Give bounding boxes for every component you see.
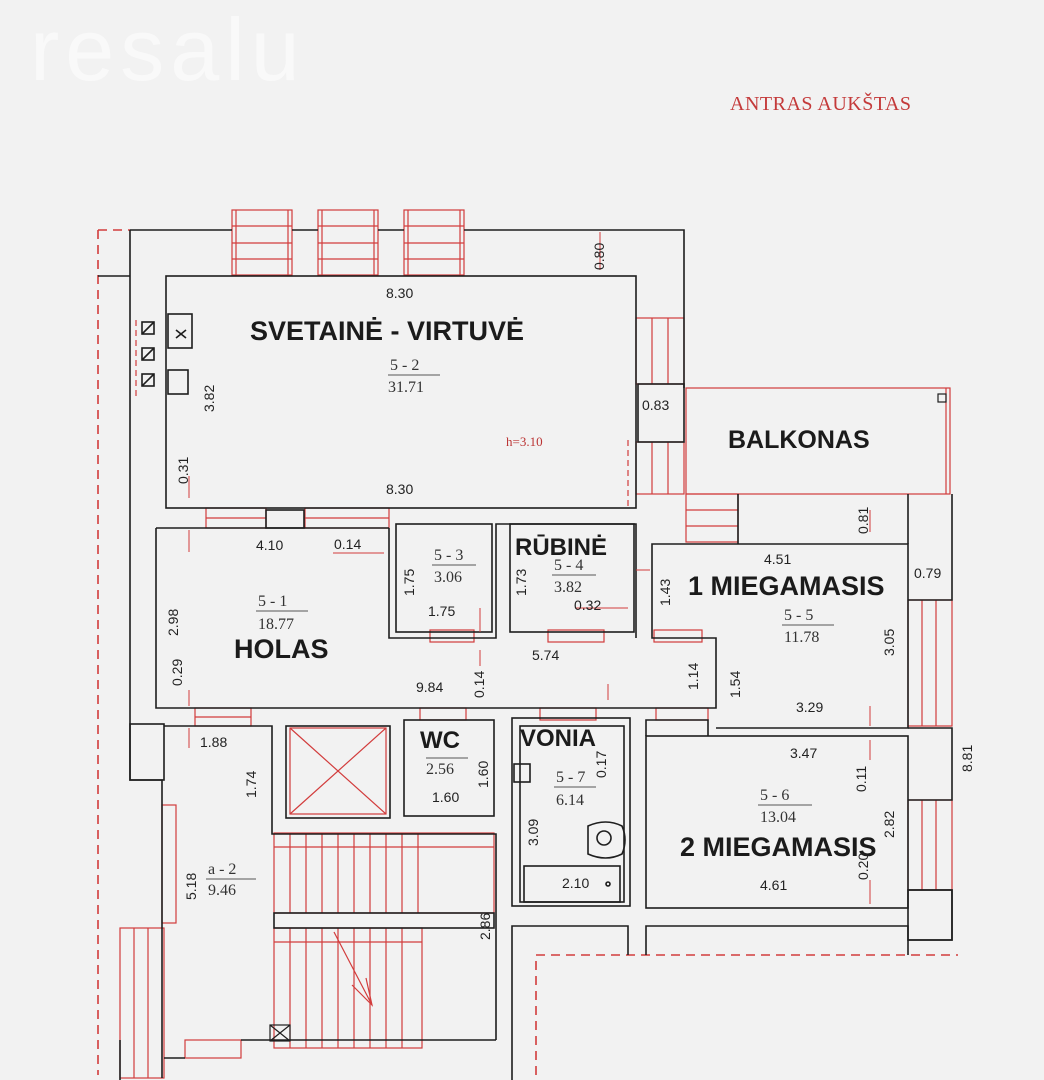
dim-bedroom1-left-small: 1.14 bbox=[685, 663, 701, 690]
room-name-wardrobe: RŪBINĖ bbox=[515, 534, 607, 561]
dim-storage-h: 1.75 bbox=[401, 569, 417, 596]
area-wc: 2.56 bbox=[426, 761, 454, 778]
room-name-living-kitchen: SVETAINĖ - VIRTUVĖ bbox=[250, 316, 524, 346]
dim-wardrobe-h: 1.73 bbox=[513, 569, 529, 596]
dim-bedroom1-right: 3.05 bbox=[881, 629, 897, 656]
area-storage: 3.06 bbox=[434, 569, 462, 586]
dim-wc-w: 1.60 bbox=[432, 789, 459, 805]
dim-hall-right: 5.74 bbox=[532, 647, 559, 663]
dim-living-left-small: 0.31 bbox=[175, 457, 191, 484]
area-wardrobe: 3.82 bbox=[554, 579, 582, 596]
watermark: resalu bbox=[30, 0, 306, 99]
code-bedroom-1: 5 - 5 bbox=[784, 607, 813, 624]
dim-wardrobe-w: 0.32 bbox=[574, 597, 601, 613]
dim-bath-h: 3.09 bbox=[525, 819, 541, 846]
dim-hall-bottom: 9.84 bbox=[416, 679, 443, 695]
dim-hall-top: 4.10 bbox=[256, 537, 283, 553]
dim-stair-well: 2.86 bbox=[477, 913, 493, 940]
dim-bedroom2-small: 0.11 bbox=[853, 766, 869, 792]
dim-wc-h: 1.60 bbox=[475, 761, 491, 788]
dim-bedroom1-left: 1.54 bbox=[727, 671, 743, 698]
dimension-lines bbox=[188, 232, 871, 904]
dimensions: 8.30 8.30 3.82 0.31 0.80 0.83 4.10 0.14 … bbox=[165, 243, 975, 940]
dim-overall-right: 8.81 bbox=[959, 745, 975, 772]
code-wardrobe: 5 - 4 bbox=[554, 557, 583, 574]
dim-bedroom1-top-small: 0.81 bbox=[855, 507, 871, 534]
dim-bath-small: 0.17 bbox=[593, 751, 609, 778]
dim-living-left: 3.82 bbox=[201, 385, 217, 412]
room-name-hall: HOLAS bbox=[234, 634, 329, 664]
code-storage: 5 - 3 bbox=[434, 547, 463, 564]
room-codes: 5 - 2 31.71 h=3.10 5 - 1 18.77 5 - 3 3.0… bbox=[206, 357, 834, 899]
floor-title: ANTRAS AUKŠTAS bbox=[730, 91, 912, 115]
dim-bath-tub: 2.10 bbox=[562, 875, 589, 891]
dim-bedroom2-bottom: 4.61 bbox=[760, 877, 787, 893]
dim-bedroom1-top: 4.51 bbox=[764, 551, 791, 567]
dim-hall-top-small: 0.14 bbox=[334, 536, 361, 552]
outline-dashed bbox=[97, 229, 958, 1075]
room-name-bedroom-1: 1 MIEGAMASIS bbox=[688, 571, 885, 601]
code-bath: 5 - 7 bbox=[556, 769, 585, 786]
room-name-bedroom-2: 2 MIEGAMASIS bbox=[680, 832, 877, 862]
dim-hall-mid-small: 0.14 bbox=[471, 671, 487, 698]
dim-vent-top: 0.80 bbox=[591, 243, 607, 270]
dim-stair-left: 5.18 bbox=[183, 873, 199, 900]
walls bbox=[98, 229, 953, 1080]
code-hall: 5 - 1 bbox=[258, 593, 287, 610]
dim-hall-left: 2.98 bbox=[165, 609, 181, 636]
dim-wardrobe-side: 1.43 bbox=[657, 579, 673, 606]
area-bath: 6.14 bbox=[556, 792, 584, 809]
code-bedroom-2: 5 - 6 bbox=[760, 787, 789, 804]
dim-living-bottom: 8.30 bbox=[386, 481, 413, 497]
height-label: h=3.10 bbox=[506, 434, 543, 449]
area-stair-hall: 9.46 bbox=[208, 882, 236, 899]
dim-bedroom1-bottom: 3.29 bbox=[796, 699, 823, 715]
dim-hall-left-small: 0.29 bbox=[169, 659, 185, 686]
dim-bedroom2-top: 3.47 bbox=[790, 745, 817, 761]
dim-storage-w: 1.75 bbox=[428, 603, 455, 619]
dim-stair-top: 1.88 bbox=[200, 734, 227, 750]
room-name-wc: WC bbox=[420, 727, 460, 754]
dim-balcony-gap: 0.83 bbox=[642, 397, 669, 413]
code-living: 5 - 2 bbox=[390, 357, 419, 374]
area-hall: 18.77 bbox=[258, 616, 294, 633]
dim-bedroom2-right-small: 0.20 bbox=[855, 853, 871, 880]
dim-stair-left-top: 1.74 bbox=[243, 771, 259, 798]
room-name-balcony: BALKONAS bbox=[728, 426, 870, 454]
dim-living-top: 8.30 bbox=[386, 285, 413, 301]
room-name-bath: VONIA bbox=[520, 725, 596, 752]
dim-bedroom1-right-small: 0.79 bbox=[914, 565, 941, 581]
area-bedroom-2: 13.04 bbox=[760, 809, 796, 826]
dim-bedroom2-right: 2.82 bbox=[881, 811, 897, 838]
area-bedroom-1: 11.78 bbox=[784, 629, 819, 646]
code-stair-hall: a - 2 bbox=[208, 861, 236, 878]
windows bbox=[119, 209, 953, 1079]
area-living: 31.71 bbox=[388, 379, 424, 396]
